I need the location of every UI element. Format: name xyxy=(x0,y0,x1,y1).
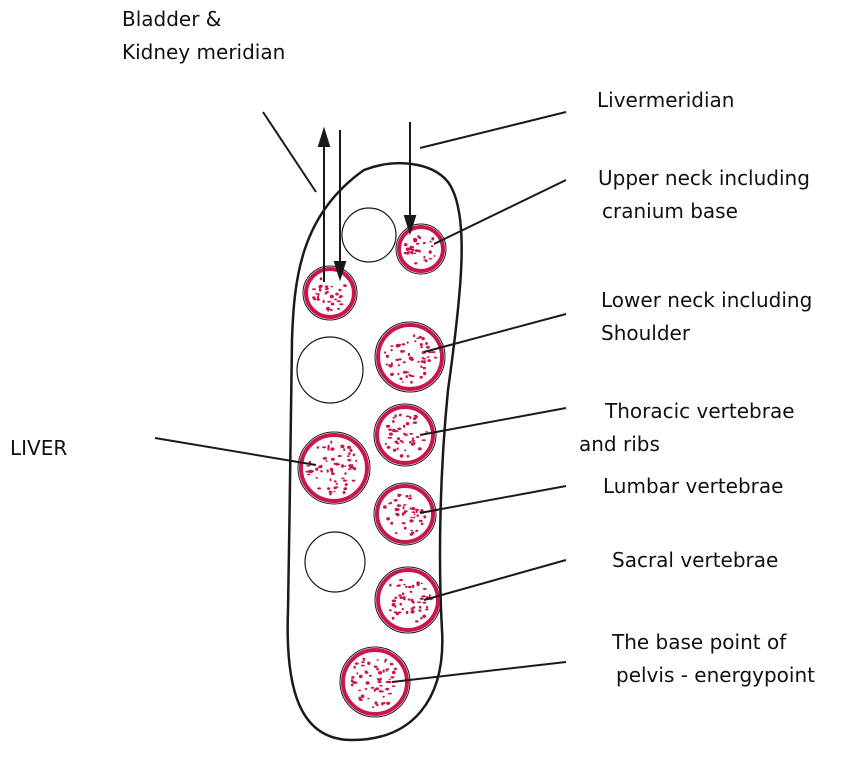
empty-circle-middle xyxy=(297,337,363,403)
label-thoracic: Thoracic vertebrae and ribs xyxy=(579,395,795,461)
label-liver-line1: LIVER xyxy=(10,432,67,465)
label-thoracic-line2: and ribs xyxy=(579,428,795,461)
zone-upper-neck xyxy=(399,227,443,271)
label-upper-neck-line1: Upper neck including xyxy=(598,162,810,195)
leader-lower-neck xyxy=(424,314,566,352)
label-liver: LIVER xyxy=(10,432,67,465)
leader-sacral xyxy=(424,560,566,600)
bladder-meridian-arrowhead xyxy=(319,130,329,146)
label-lower-neck-line1: Lower neck including xyxy=(601,284,812,317)
label-lumbar-line1: Lumbar vertebrae xyxy=(603,470,783,503)
leader-bladder-kidney xyxy=(263,112,316,192)
label-pelvis-line2: pelvis - energypoint xyxy=(612,659,815,692)
label-pelvis: The base point of pelvis - energypoint xyxy=(612,626,815,692)
label-liver-meridian: Livermeridian xyxy=(597,84,734,117)
label-bladder-kidney-meridian: Bladder & Kidney meridian xyxy=(122,3,285,69)
leader-lines xyxy=(155,112,566,682)
empty-circle-upper xyxy=(342,208,396,262)
label-liver-meridian-line1: Livermeridian xyxy=(597,84,734,117)
empty-circle-lower xyxy=(305,532,365,592)
label-pelvis-line1: The base point of xyxy=(612,626,815,659)
label-lumbar: Lumbar vertebrae xyxy=(603,470,783,503)
label-lower-neck-line2: Shoulder xyxy=(601,317,812,350)
label-bladder-kidney-line2: Kidney meridian xyxy=(122,36,285,69)
leader-liver xyxy=(155,438,316,465)
label-upper-neck: Upper neck including cranium base xyxy=(598,162,810,228)
label-thoracic-line1: Thoracic vertebrae xyxy=(579,395,795,428)
label-lower-neck: Lower neck including Shoulder xyxy=(601,284,812,350)
label-upper-neck-line2: cranium base xyxy=(598,195,810,228)
reflex-zones xyxy=(298,224,446,717)
leader-liver-meridian xyxy=(420,112,566,148)
label-bladder-kidney-line1: Bladder & xyxy=(122,3,285,36)
label-sacral-line1: Sacral vertebrae xyxy=(612,544,778,577)
label-sacral: Sacral vertebrae xyxy=(612,544,778,577)
leader-thoracic xyxy=(420,408,566,435)
leader-pelvis xyxy=(392,662,566,682)
